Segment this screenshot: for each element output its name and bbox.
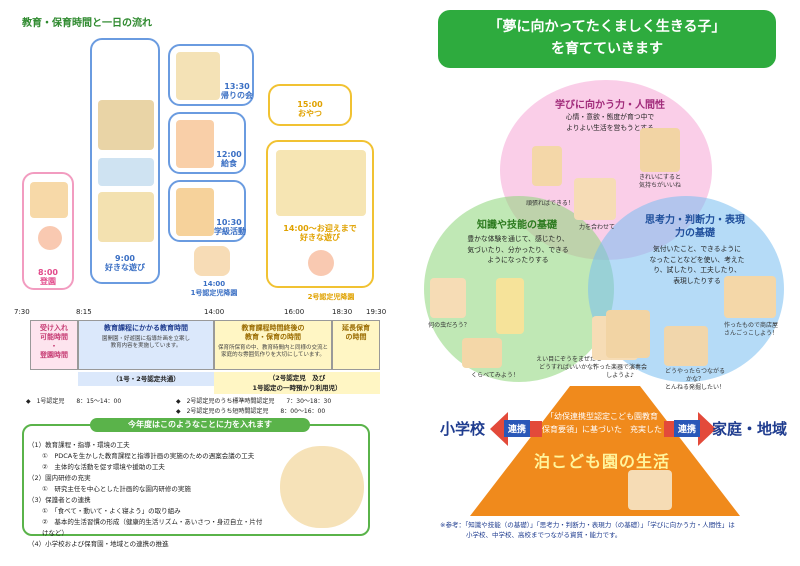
strive-item: ① PDCAを生かした教育課程と指導計画の実施のための週案会議の工夫 <box>42 452 255 460</box>
illustration-teamwork <box>574 178 616 220</box>
bubble-18-30-label: 2号認定児降園 <box>307 293 355 301</box>
bubble-15-00: 15:00 おやつ <box>268 84 352 126</box>
illustration-play-2 <box>98 158 154 186</box>
timeline-axis: 7:30 8:15 14:00 16:00 18:30 19:30 <box>14 308 390 318</box>
illustration-sandbox <box>664 326 708 366</box>
caption: どうやったらつながる かな？ とんねる発掘したい！ <box>664 368 725 391</box>
illustration-sunflower <box>496 278 524 334</box>
time-label: 16:00 <box>284 308 305 316</box>
caption: 力を合わせて <box>578 224 615 231</box>
headline-line-2: を育てていきます <box>551 41 663 57</box>
strive-item: （4）小学校および保育園・地域との連携の推進 <box>28 540 169 548</box>
circle-top-text: 心情・意欲・態度が育つ中で よりよい生活を営もうとする <box>565 113 655 132</box>
caption: 作った楽器で演奏会 しようよ♪ <box>592 364 647 379</box>
time-label: 14:00 <box>204 308 225 316</box>
child-illustration <box>308 250 334 276</box>
caption: えい目にぞうをまぜたら どうすればいいかな？ <box>536 356 602 371</box>
time-label: 19:30 <box>366 308 387 316</box>
circle-right-title: 思考力・判断力・表現 力の基礎 <box>645 215 745 239</box>
caption: 頑張ればできる！ <box>526 200 574 207</box>
mountain-shape <box>470 386 740 516</box>
bubble-10-30: 10:30 学級活動 <box>168 180 246 242</box>
circle-right-text: 気付いたこと、できるように なったことなどを使い、考えた り、試したり、工夫した… <box>649 245 745 285</box>
box-extended-care: 延長保育 の時間 <box>332 320 380 370</box>
illustration-lunch <box>176 120 214 168</box>
illustration-bottom-children <box>628 470 672 510</box>
legend-item: ◆ 2号認定児のうち短時間認定児 8：00～16：00 <box>176 408 326 415</box>
illustration-shop <box>724 276 776 318</box>
bubble-time-text: 14:00～お迎えまで 好きな遊び <box>283 224 357 243</box>
illustration-class-activity <box>176 188 214 236</box>
box-arrival-time: 受け入れ 可能時間 ・ 登園時間 <box>30 320 78 370</box>
bubble-time-text: 12:00 給食 <box>216 150 242 169</box>
illustration-bug <box>430 278 466 318</box>
strive-list: （1）教育課程・指導・環境の工夫 ① PDCAを生かした教育課程と指導計画の実施… <box>28 440 268 550</box>
strive-item: （2）園内研修の充実 <box>28 474 91 482</box>
illustration-effort <box>532 146 562 186</box>
bubble-9-00: 9:00 好きな遊び <box>90 38 160 284</box>
caption: きれいにすると 気持ちがいいね <box>638 174 682 189</box>
bubble-time-text: 9:00 好きな遊び <box>105 254 145 273</box>
circle-left-text: 豊かな体験を通じて、感じたり、 気づいたり、分かったり、できる ようになったりす… <box>467 235 569 264</box>
caption: くらべてみよう！ <box>471 372 519 379</box>
pickup-illustration <box>194 246 230 276</box>
strive-item: ① 研究主任を中心とした計画的な園内研修の実施 <box>42 485 191 493</box>
child-illustration <box>38 226 62 250</box>
schedule-title: 教育・保育時間と一日の流れ <box>22 18 152 29</box>
bar-type2: （2号認定児 及び 1号認定の一時預かり利用児） <box>214 372 380 394</box>
illustration-compare <box>462 338 502 368</box>
illustration-goodbye <box>176 52 220 100</box>
strive-item: （1）教育課程・指導・環境の工夫 <box>28 441 130 449</box>
headline-line-1: 「夢に向かってたくましく生きる子」 <box>488 19 726 35</box>
time-label: 7:30 <box>14 308 30 316</box>
label-elementary-school: 小学校 <box>440 420 486 438</box>
footnote: ※参考：「知識や技能（の基礎）」「思考力・判断力・表現力（の基礎）」「学びに向か… <box>440 521 735 539</box>
bubble-8-00: 8:00 登園 <box>22 172 74 290</box>
strive-item: ② 主体的な活動を促す環境や援助の工夫 <box>42 463 165 471</box>
illustration-play-1 <box>98 100 154 150</box>
link-tag-right: 連携 <box>674 420 701 437</box>
illustration-play-3 <box>98 192 154 242</box>
circle-top-title: 学びに向かう力・人間性 <box>555 100 665 111</box>
label-home-community: 家庭・地域 <box>712 420 788 438</box>
box-after-education: 教育課程時間終後の 教育・保育の時間 保育所保育の中、教育時間内と同様の交流と … <box>214 320 332 370</box>
illustration-free-play <box>276 150 366 216</box>
bubble-time-text: 10:30 学級活動 <box>214 218 246 237</box>
legend-item: ◆ 1号認定児 8：15～14：00 <box>26 398 122 405</box>
time-label: 8:15 <box>76 308 92 316</box>
bubble-time-text: 15:00 おやつ <box>297 100 323 119</box>
bubble-13-30: 13:30 帰りの会 <box>168 44 254 106</box>
bar-common: （1号・2号認定共通） <box>78 372 214 386</box>
strive-item: ② 基本的生活習慣の形成（健康的生活リズム・あいさつ・身辺自立・片付けなど） <box>42 518 263 537</box>
mountain-subtext: 「幼保連携型認定こども園教育 保育要領」に基づいた 充実した <box>542 412 662 434</box>
time-label: 18:30 <box>332 308 353 316</box>
illustration-arrival <box>30 182 68 218</box>
link-tag-left: 連携 <box>504 420 531 437</box>
caption: 作ったもので商店屋 さんごっこしよう！ <box>723 322 778 337</box>
strive-title: 今年度はこのようなことに力を入れます <box>90 418 310 432</box>
children-group-illustration <box>280 446 364 528</box>
bubble-time-text: 13:30 帰りの会 <box>221 82 253 101</box>
circle-left-title: 知識や技能の基礎 <box>477 220 557 231</box>
illustration-center-children <box>606 310 650 358</box>
bubble-time-text: 8:00 登園 <box>38 268 58 287</box>
bubble-14-00-label: 14:00 1号認定児降園 <box>190 280 238 297</box>
headline-banner: 「夢に向かってたくましく生きる子」 を育てていきます <box>438 10 776 68</box>
box-education-time: 教育課程にかかる教育時間 園開園・好遊園に指導計画を立案し 教育内容を実施してい… <box>78 320 214 370</box>
caption: 何の虫だろう？ <box>428 322 470 329</box>
illustration-cleaning <box>640 128 680 172</box>
bubble-12-00: 12:00 給食 <box>168 112 246 174</box>
strive-item: （3）保護者との連携 <box>28 496 91 504</box>
mountain-main-text: 泊こども園の生活 <box>533 452 670 471</box>
strive-item: ① 「食べて・動いて・よく寝よう」の取り組み <box>42 507 181 515</box>
legend-item: ◆ 2号認定児のうち標準時間認定児 7：30～18：30 <box>176 398 332 405</box>
bubble-after-school: 14:00～お迎えまで 好きな遊び <box>266 140 374 288</box>
